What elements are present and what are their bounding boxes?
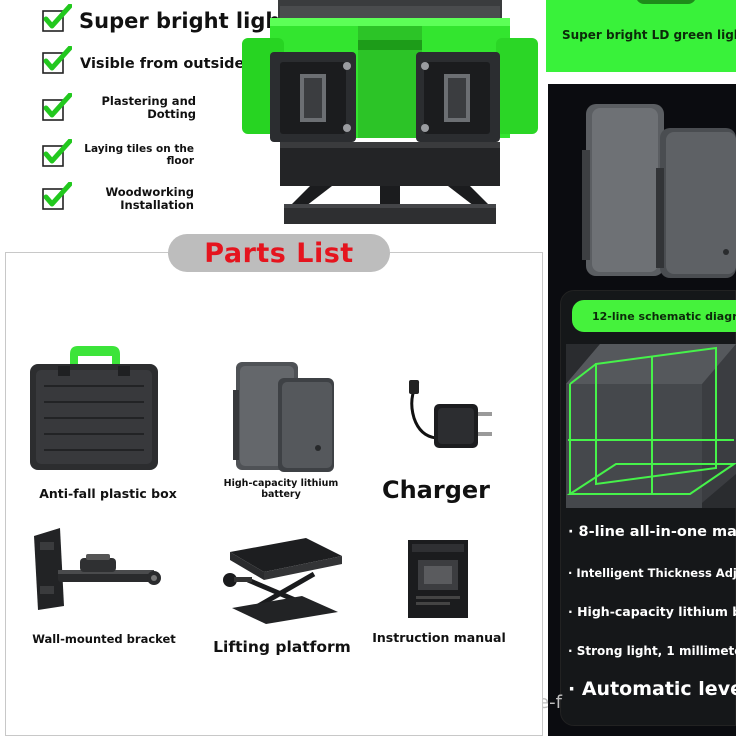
item-label-wall-bracket: Wall-mounted bracket bbox=[32, 632, 176, 646]
item-label-charger: Charger bbox=[381, 476, 491, 504]
checkbox-checked-icon bbox=[42, 4, 72, 32]
case-icon bbox=[30, 346, 158, 470]
green-light-panel: Super bright LD green light bbox=[546, 0, 736, 72]
bullet-8-line: · 8-line all-in-one ma bbox=[568, 524, 736, 540]
12-line-schematic-image bbox=[566, 344, 736, 508]
bullet-strong-light: · Strong light, 1 millimeter bbox=[568, 644, 736, 658]
bullet-thickness: · Intelligent Thickness Adjus bbox=[568, 566, 736, 580]
parts-list-title-pill: Parts List bbox=[168, 234, 390, 272]
bullet-lithium: · High-capacity lithium bat bbox=[568, 604, 736, 619]
battery-icon bbox=[233, 362, 334, 472]
item-label-battery: High-capacity lithium battery bbox=[223, 478, 339, 500]
feature-super-bright-light: Super bright light bbox=[79, 9, 291, 33]
battery-pair-image bbox=[582, 104, 736, 278]
bracket-icon bbox=[34, 528, 161, 610]
manual-icon bbox=[408, 540, 468, 618]
bullet-automatic-level: · Automatic leve bbox=[568, 678, 736, 700]
green-panel-caption: Super bright LD green light bbox=[562, 28, 736, 42]
parts-list-box bbox=[5, 252, 543, 736]
parts-list-title: Parts List bbox=[204, 237, 354, 269]
feature-plastering: Plastering and Dotting bbox=[101, 94, 197, 121]
checkbox-checked-icon bbox=[42, 139, 72, 167]
item-label-lifting-platform: Lifting platform bbox=[213, 638, 351, 656]
checkbox-checked-icon bbox=[42, 93, 72, 121]
item-label-plastic-box: Anti-fall plastic box bbox=[39, 486, 177, 501]
green-panel-fragment-shape bbox=[636, 0, 696, 4]
feature-woodworking: Woodworking Installation bbox=[105, 185, 194, 212]
schematic-pill: 12-line schematic diagra bbox=[572, 300, 736, 332]
feature-visible-outside: Visible from outside bbox=[80, 56, 245, 72]
checkbox-checked-icon bbox=[42, 46, 72, 74]
laser-level-device-image bbox=[242, 0, 538, 224]
feature-laying-tiles: Laying tiles on the floor bbox=[84, 143, 194, 167]
watermark-fragment: e-f bbox=[538, 692, 562, 713]
charger-icon bbox=[409, 380, 492, 448]
item-label-instruction-manual: Instruction manual bbox=[372, 630, 506, 645]
checkbox-checked-icon bbox=[42, 182, 72, 210]
lifting-platform-icon bbox=[223, 538, 342, 624]
